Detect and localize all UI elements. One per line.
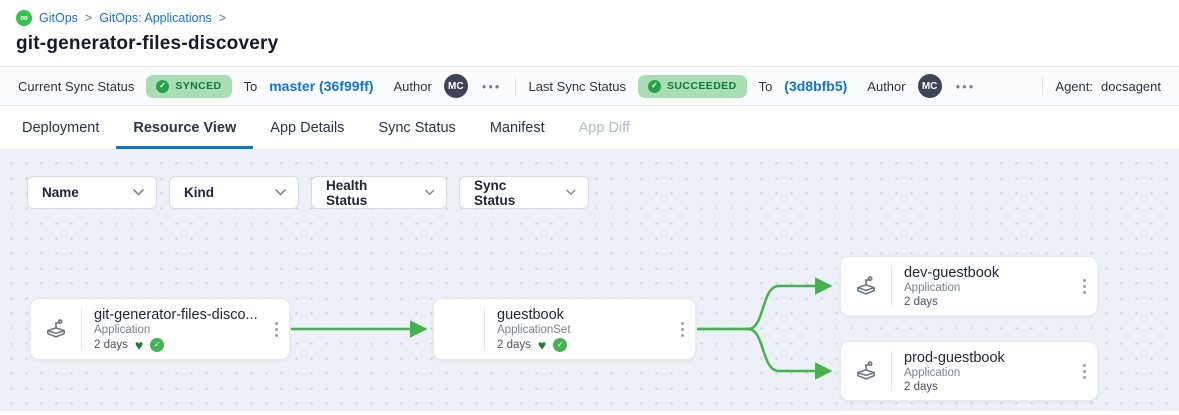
chevron-down-icon — [566, 189, 576, 196]
breadcrumb-applications[interactable]: GitOps: Applications — [99, 11, 212, 25]
sync-check-icon: ✓ — [150, 337, 165, 352]
breadcrumb-gitops[interactable]: GitOps — [39, 11, 78, 25]
tab-app-diff: App Diff — [578, 119, 630, 136]
agent-value: docsagent — [1101, 78, 1161, 94]
node-dev-guestbook[interactable]: dev-guestbook Application 2 days — [840, 256, 1098, 316]
filter-name-dropdown[interactable]: Name — [27, 176, 157, 209]
last-sync-status-label: Last Sync Status — [528, 78, 627, 94]
filter-health-status-label: Health Status — [326, 177, 368, 208]
node-icon-placeholder — [434, 299, 484, 359]
argo-application-icon — [841, 257, 891, 315]
node-git-generator-files-discovery[interactable]: git-generator-files-disco... Application… — [30, 298, 290, 360]
node-body: guestbook ApplicationSet 2 days ♥ ✓ — [485, 299, 669, 359]
node-kind: Application — [904, 366, 961, 379]
health-heart-icon: ♥ — [134, 336, 144, 353]
status-divider — [515, 77, 517, 95]
node-age: 2 days — [904, 380, 938, 393]
succeeded-badge-label: SUCCEEDED — [667, 80, 737, 92]
status-divider — [1042, 77, 1044, 95]
edge-guestbook-to-dev — [697, 277, 833, 331]
node-divider — [484, 308, 485, 350]
filter-sync-status-label: Sync Status — [474, 177, 516, 208]
node-title: dev-guestbook — [904, 264, 1000, 281]
node-kebab-menu-icon[interactable] — [669, 299, 695, 359]
page-header: ∞ GitOps > GitOps: Applications > git-ge… — [0, 0, 1179, 66]
tab-deployment[interactable]: Deployment — [22, 119, 100, 136]
tab-resource-view[interactable]: Resource View — [116, 106, 254, 149]
node-title: guestbook — [497, 306, 564, 323]
chevron-down-icon — [133, 189, 144, 196]
synced-badge-label: SYNCED — [175, 80, 222, 92]
tab-sync-status[interactable]: Sync Status — [378, 119, 456, 136]
current-author-avatar: MC — [443, 74, 468, 98]
check-circle-icon: ✓ — [156, 79, 170, 93]
node-title: prod-guestbook — [904, 349, 1005, 366]
node-age: 2 days — [904, 295, 938, 308]
gitops-logo-icon: ∞ — [16, 10, 32, 26]
filter-sync-status-dropdown[interactable]: Sync Status — [459, 176, 589, 209]
node-body: dev-guestbook Application 2 days — [892, 257, 1071, 315]
chevron-down-icon — [275, 189, 286, 196]
filter-kind-label: Kind — [184, 185, 214, 200]
current-to-label: To — [243, 78, 258, 94]
filter-bar: Name Kind Health Status Sync Status — [27, 176, 589, 209]
resource-graph-canvas[interactable]: Name Kind Health Status Sync Status — [0, 150, 1179, 411]
edge-guestbook-to-prod — [697, 327, 833, 380]
agent-label: Agent: — [1055, 78, 1093, 94]
node-divider — [81, 308, 82, 350]
node-title: git-generator-files-disco... — [94, 306, 258, 323]
filter-health-status-dropdown[interactable]: Health Status — [311, 176, 447, 209]
node-guestbook[interactable]: guestbook ApplicationSet 2 days ♥ ✓ — [433, 298, 696, 360]
node-age: 2 days — [94, 338, 128, 351]
chevron-down-icon — [424, 189, 434, 196]
node-kebab-menu-icon[interactable] — [1071, 257, 1097, 315]
filter-kind-dropdown[interactable]: Kind — [169, 176, 299, 209]
node-body: git-generator-files-disco... Application… — [82, 299, 263, 359]
node-prod-guestbook[interactable]: prod-guestbook Application 2 days — [840, 341, 1098, 401]
sync-check-icon: ✓ — [553, 337, 568, 352]
node-kebab-menu-icon[interactable] — [1071, 342, 1097, 400]
node-kind: ApplicationSet — [497, 323, 571, 336]
last-revision-link[interactable]: (3d8bfb5) — [784, 78, 848, 94]
last-to-label: To — [758, 78, 773, 94]
argo-application-icon — [841, 342, 891, 400]
node-age: 2 days — [497, 338, 531, 351]
last-sync-menu-dots-icon[interactable]: ••• — [955, 78, 976, 94]
status-bar: Current Sync Status ✓ SYNCED To master (… — [0, 66, 1179, 106]
current-revision-link[interactable]: master (36f99ff) — [269, 78, 374, 94]
tab-bar: Deployment Resource View App Details Syn… — [0, 106, 1179, 150]
last-author-label: Author — [867, 78, 906, 94]
node-body: prod-guestbook Application 2 days — [892, 342, 1071, 400]
current-sync-status-label: Current Sync Status — [18, 78, 135, 94]
check-circle-icon: ✓ — [648, 79, 662, 93]
argo-application-icon — [31, 299, 81, 359]
breadcrumb-separator: > — [84, 11, 93, 25]
breadcrumb-separator: > — [218, 11, 227, 25]
node-divider — [891, 351, 892, 391]
node-kebab-menu-icon[interactable] — [263, 299, 289, 359]
current-sync-menu-dots-icon[interactable]: ••• — [481, 78, 502, 94]
last-author-avatar: MC — [917, 74, 942, 98]
current-author-label: Author — [393, 78, 432, 94]
node-divider — [891, 266, 892, 306]
health-heart-icon: ♥ — [537, 336, 547, 353]
agent-group: Agent: docsagent — [1042, 77, 1161, 95]
synced-badge: ✓ SYNCED — [146, 74, 232, 98]
succeeded-badge: ✓ SUCCEEDED — [638, 74, 747, 98]
breadcrumb: ∞ GitOps > GitOps: Applications > — [16, 10, 1163, 26]
tab-manifest[interactable]: Manifest — [489, 119, 545, 136]
node-kind: Application — [904, 281, 961, 294]
filter-name-label: Name — [42, 185, 79, 200]
page-title: git-generator-files-discovery — [16, 33, 279, 54]
tab-app-details[interactable]: App Details — [270, 119, 345, 136]
node-kind: Application — [94, 323, 151, 336]
